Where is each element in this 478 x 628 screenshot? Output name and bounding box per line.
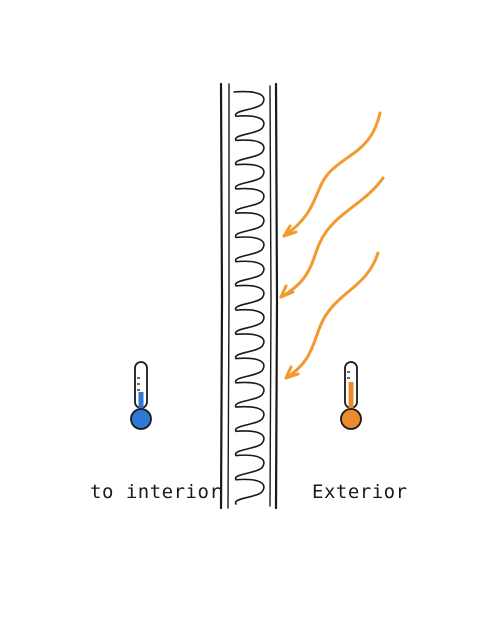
exterior-label: Exterior [312,481,408,503]
heat-waves [279,111,385,380]
wall-right-outer-line [274,82,279,510]
thermometer-warm-icon [340,361,362,430]
heat-wave-arrow-icon [282,111,382,238]
interior-label: to interior [90,481,221,503]
wall [219,82,279,510]
insulation-batt [233,90,265,505]
heat-wave-arrow-icon [284,251,380,380]
wall-left-inner-line [227,83,230,509]
wall-right-inner-line [269,85,272,507]
wall-left-outer-line [219,82,224,510]
thermometer-cold-icon [130,361,152,430]
heat-wave-arrow-icon [279,176,385,299]
